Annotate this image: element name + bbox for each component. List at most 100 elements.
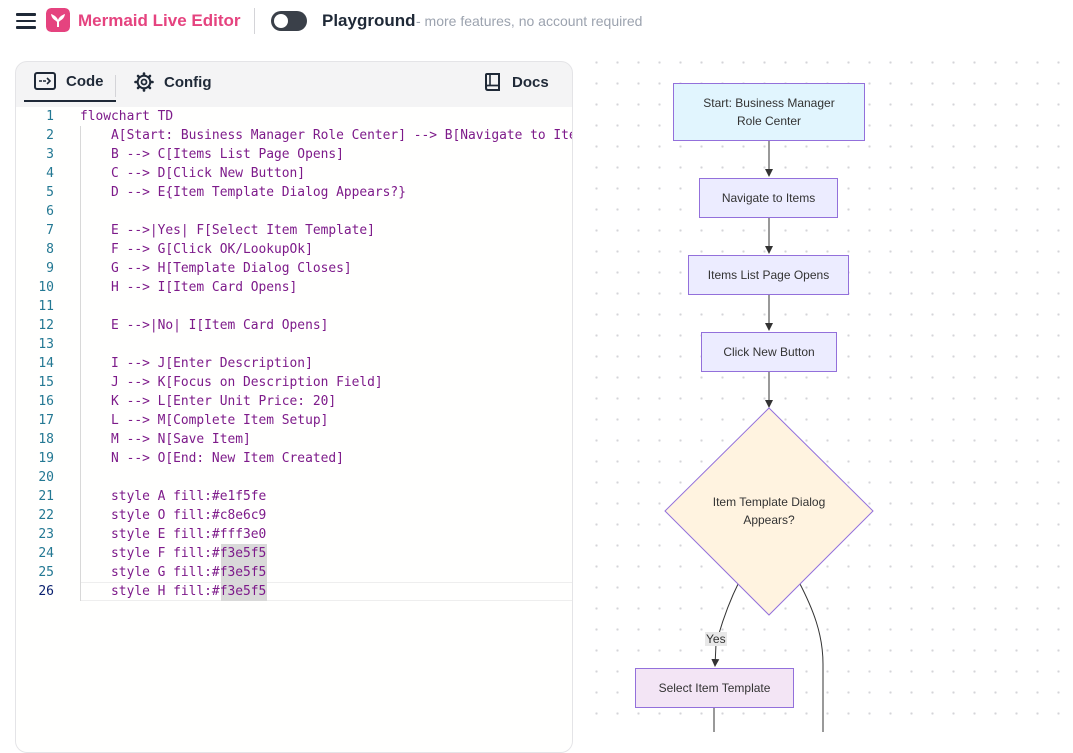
line-number: 22	[38, 508, 54, 523]
code-line[interactable]: M --> N[Save Item]	[80, 432, 251, 447]
line-number: 19	[38, 451, 54, 466]
node-d[interactable]: Click New Button	[701, 332, 837, 372]
node-e-line2: Appears?	[743, 513, 795, 527]
code-line[interactable]: style H fill:#f3e5f5	[80, 584, 267, 599]
app-title[interactable]: Mermaid Live Editor	[78, 11, 241, 30]
code-line[interactable]	[80, 468, 572, 487]
line-number: 10	[38, 280, 54, 295]
diagram-preview[interactable]: Start: Business Manager Role Center Navi…	[580, 44, 1073, 732]
mermaid-logo-icon	[46, 8, 70, 32]
code-line[interactable]: A[Start: Business Manager Role Center] -…	[80, 128, 573, 143]
playground-toggle[interactable]	[271, 11, 307, 31]
line-number: 16	[38, 394, 54, 409]
line-number: 26	[38, 584, 54, 599]
tab-code-label: Code	[66, 72, 104, 90]
code-line[interactable]: D --> E{Item Template Dialog Appears?}	[80, 185, 406, 200]
code-line[interactable]: E -->|Yes| F[Select Item Template]	[80, 223, 375, 238]
gear-icon	[134, 72, 154, 92]
line-number: 24	[38, 546, 54, 561]
line-number: 20	[38, 470, 54, 485]
line-number: 4	[46, 166, 54, 181]
node-b[interactable]: Navigate to Items	[699, 178, 838, 218]
line-number: 25	[38, 565, 54, 580]
line-number: 15	[38, 375, 54, 390]
toggle-knob	[274, 14, 288, 28]
node-c[interactable]: Items List Page Opens	[688, 255, 849, 295]
editor-tabs: Code Config Docs	[16, 62, 572, 108]
code-line[interactable]: style G fill:#f3e5f5	[80, 565, 267, 580]
selection-highlight	[221, 544, 267, 563]
node-e-line1: Item Template Dialog	[712, 495, 826, 509]
line-number: 3	[46, 147, 54, 162]
code-line[interactable]: J --> K[Focus on Description Field]	[80, 375, 383, 390]
node-f[interactable]: Select Item Template	[635, 668, 794, 708]
code-line[interactable]: I --> J[Enter Description]	[80, 356, 313, 371]
line-number: 8	[46, 242, 54, 257]
code-line[interactable]: style E fill:#fff3e0	[80, 527, 267, 542]
line-number: 5	[46, 185, 54, 200]
tab-divider	[115, 75, 116, 97]
mode-subtitle: - more features, no account required	[416, 13, 643, 29]
code-line[interactable]: N --> O[End: New Item Created]	[80, 451, 344, 466]
node-e-text: Item Template Dialog Appears?	[684, 493, 854, 529]
code-line[interactable]: L --> M[Complete Item Setup]	[80, 413, 329, 428]
code-line[interactable]: flowchart TD	[80, 109, 174, 124]
code-line[interactable]: F --> G[Click OK/LookupOk]	[80, 242, 313, 257]
line-number: 9	[46, 261, 54, 276]
code-line[interactable]	[80, 335, 572, 354]
code-line[interactable]: style A fill:#e1f5fe	[80, 489, 267, 504]
node-e-diamond[interactable]	[664, 407, 874, 617]
code-line[interactable]: E -->|No| I[Item Card Opens]	[80, 318, 329, 333]
line-number: 14	[38, 356, 54, 371]
line-number: 6	[46, 204, 54, 219]
node-a[interactable]: Start: Business Manager Role Center	[673, 83, 865, 141]
tab-docs-label: Docs	[512, 73, 549, 91]
mode-label: Playground	[322, 11, 416, 30]
line-number: 7	[46, 223, 54, 238]
code-line[interactable]: H --> I[Item Card Opens]	[80, 280, 298, 295]
code-icon	[34, 72, 56, 90]
line-number: 1	[46, 109, 54, 124]
code-line[interactable]: style O fill:#c8e6c9	[80, 508, 267, 523]
line-number: 17	[38, 413, 54, 428]
line-number: 23	[38, 527, 54, 542]
line-number: 11	[38, 299, 54, 314]
code-lines[interactable]: flowchart TD A[Start: Business Manager R…	[80, 107, 573, 601]
line-number: 18	[38, 432, 54, 447]
node-a-line1: Start: Business Manager	[703, 96, 835, 110]
edge-e-i	[798, 581, 824, 732]
line-number: 21	[38, 489, 54, 504]
flowchart-edges	[711, 141, 824, 732]
tab-config-label: Config	[164, 73, 212, 91]
code-line[interactable]: K --> L[Enter Unit Price: 20]	[80, 394, 337, 409]
selection-highlight	[221, 563, 267, 582]
code-line[interactable]: style F fill:#f3e5f5	[80, 546, 267, 561]
line-number: 13	[38, 337, 54, 352]
tab-code[interactable]: Code	[24, 62, 116, 102]
code-line[interactable]	[80, 297, 572, 316]
tab-config[interactable]: Config	[134, 62, 211, 102]
node-f-label: Select Item Template	[658, 681, 771, 695]
code-line[interactable]: G --> H[Template Dialog Closes]	[80, 261, 352, 276]
editor-panel: Code Config Docs	[15, 61, 573, 753]
code-line[interactable]	[80, 202, 572, 221]
node-a-line2: Role Center	[736, 114, 802, 128]
line-number: 2	[46, 128, 54, 143]
indent-guide	[80, 126, 81, 601]
book-icon	[485, 73, 500, 91]
selection-highlight	[221, 582, 267, 601]
node-d-label: Click New Button	[723, 345, 815, 359]
docs-link[interactable]: Docs	[484, 62, 549, 102]
edge-label-yes: Yes	[705, 632, 727, 646]
code-line[interactable]: C --> D[Click New Button]	[80, 166, 306, 181]
header-divider	[254, 8, 255, 34]
node-b-label: Navigate to Items	[721, 191, 816, 205]
current-line-highlight	[81, 582, 572, 601]
top-bar: Mermaid Live Editor Playground - more fe…	[0, 0, 1073, 42]
line-number: 12	[38, 318, 54, 333]
menu-icon[interactable]	[16, 12, 36, 30]
code-line[interactable]: B --> C[Items List Page Opens]	[80, 147, 344, 162]
node-c-label: Items List Page Opens	[707, 268, 830, 282]
